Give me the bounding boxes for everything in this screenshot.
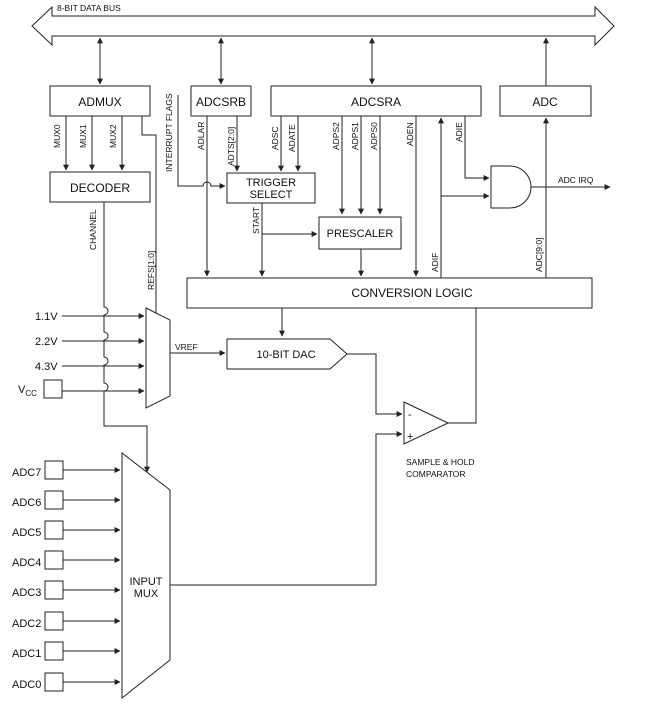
comparator-feedback bbox=[448, 308, 477, 424]
adps0-label: ADPS0 bbox=[369, 122, 379, 150]
prescaler-block: PRESCALER bbox=[318, 216, 402, 250]
adc-data-label: ADC[9:0] bbox=[534, 238, 544, 273]
mux0-label: MUX0 bbox=[52, 124, 62, 148]
adsc-label: ADSC bbox=[270, 126, 280, 150]
comparator-plus: + bbox=[407, 431, 413, 443]
mux2-label: MUX2 bbox=[108, 124, 118, 148]
adts-label: ADTS[2:0] bbox=[226, 127, 236, 166]
comparator bbox=[403, 401, 450, 445]
mux1-label: MUX1 bbox=[78, 124, 88, 148]
adps1-label: ADPS1 bbox=[350, 122, 360, 150]
ref-1v1-label: 1.1V bbox=[35, 311, 58, 323]
svg-text:10-BIT DAC: 10-BIT DAC bbox=[256, 349, 315, 361]
comparator-label-line1: SAMPLE & HOLD bbox=[406, 457, 475, 467]
svg-text:PRESCALER: PRESCALER bbox=[327, 228, 394, 240]
svg-text:ADC3: ADC3 bbox=[12, 587, 41, 599]
adps2-label: ADPS2 bbox=[331, 122, 341, 150]
comparator-minus: - bbox=[408, 409, 412, 421]
svg-text:SELECT: SELECT bbox=[250, 189, 293, 201]
refs-line bbox=[141, 116, 159, 321]
decoder-block: DECODER bbox=[49, 171, 151, 203]
svg-text:ADC1: ADC1 bbox=[12, 648, 41, 660]
svg-text:ADMUX: ADMUX bbox=[78, 95, 121, 109]
svg-text:ADC7: ADC7 bbox=[12, 467, 41, 479]
svg-text:ADC: ADC bbox=[532, 95, 558, 109]
mux-to-comparator bbox=[170, 431, 403, 586]
channel-adc7: ADC7 bbox=[12, 460, 121, 480]
comparator-label-line2: COMPARATOR bbox=[406, 469, 466, 479]
adate-label: ADATE bbox=[287, 124, 297, 152]
data-bus-arrow bbox=[31, 5, 615, 47]
dac-to-comparator bbox=[347, 353, 403, 417]
svg-text:ADC6: ADC6 bbox=[12, 497, 41, 509]
adcsrb-register: ADCSRB bbox=[190, 85, 252, 117]
channel-adc2: ADC2 bbox=[12, 611, 121, 631]
channel-adc5: ADC5 bbox=[12, 520, 121, 540]
svg-text:DECODER: DECODER bbox=[70, 181, 130, 195]
refs-label: REFS[1:0] bbox=[146, 251, 156, 290]
svg-text:TRIGGER: TRIGGER bbox=[246, 177, 296, 189]
channel-adc3: ADC3 bbox=[12, 580, 121, 600]
data-bus-label: 8-BIT DATA BUS bbox=[57, 3, 121, 13]
trigger-select-block: TRIGGER SELECT bbox=[226, 172, 316, 204]
channel-line bbox=[103, 202, 150, 473]
adlar-label: ADLAR bbox=[196, 122, 206, 150]
interrupt-flags-line bbox=[177, 95, 226, 189]
svg-text:ADCSRA: ADCSRA bbox=[351, 95, 401, 109]
and-gate bbox=[490, 165, 532, 209]
channel-adc4: ADC4 bbox=[12, 550, 121, 570]
admux-register: ADMUX bbox=[49, 85, 151, 117]
adc-irq-label: ADC IRQ bbox=[558, 175, 594, 185]
input-mux-label-2: MUX bbox=[134, 588, 159, 600]
input-mux bbox=[121, 451, 171, 700]
channel-adc6: ADC6 bbox=[12, 490, 121, 510]
channel-adc1: ADC1 bbox=[12, 641, 121, 661]
input-mux-label-1: INPUT bbox=[130, 576, 163, 588]
vcc-pin bbox=[43, 379, 63, 399]
svg-text:ADC2: ADC2 bbox=[12, 618, 41, 630]
channel-label: CHANNEL bbox=[88, 209, 98, 250]
ref-4v3-label: 4.3V bbox=[35, 361, 58, 373]
reference-mux bbox=[145, 307, 171, 409]
svg-text:ADC5: ADC5 bbox=[12, 527, 41, 539]
start-label: START bbox=[251, 207, 261, 234]
svg-text:CONVERSION LOGIC: CONVERSION LOGIC bbox=[351, 286, 473, 300]
interrupt-flags-label: INTERRUPT FLAGS bbox=[164, 93, 174, 172]
aden-label: ADEN bbox=[405, 122, 415, 146]
adc-register: ADC bbox=[499, 85, 592, 117]
vref-label: VREF bbox=[175, 342, 198, 352]
dac-block: 10-BIT DAC bbox=[226, 338, 348, 370]
vcc-label: VCC bbox=[18, 384, 37, 398]
adcsra-register: ADCSRA bbox=[270, 85, 482, 117]
svg-text:ADCSRB: ADCSRB bbox=[196, 95, 246, 109]
ref-2v2-label: 2.2V bbox=[35, 336, 58, 348]
svg-text:ADC4: ADC4 bbox=[12, 557, 41, 569]
channel-adc0: ADC0 bbox=[12, 672, 121, 692]
svg-text:ADC0: ADC0 bbox=[12, 679, 41, 691]
adie-label: ADIE bbox=[454, 122, 464, 142]
adie-line bbox=[464, 116, 490, 181]
conversion-logic-block: CONVERSION LOGIC bbox=[186, 277, 593, 309]
adif-label: ADIF bbox=[430, 253, 440, 272]
